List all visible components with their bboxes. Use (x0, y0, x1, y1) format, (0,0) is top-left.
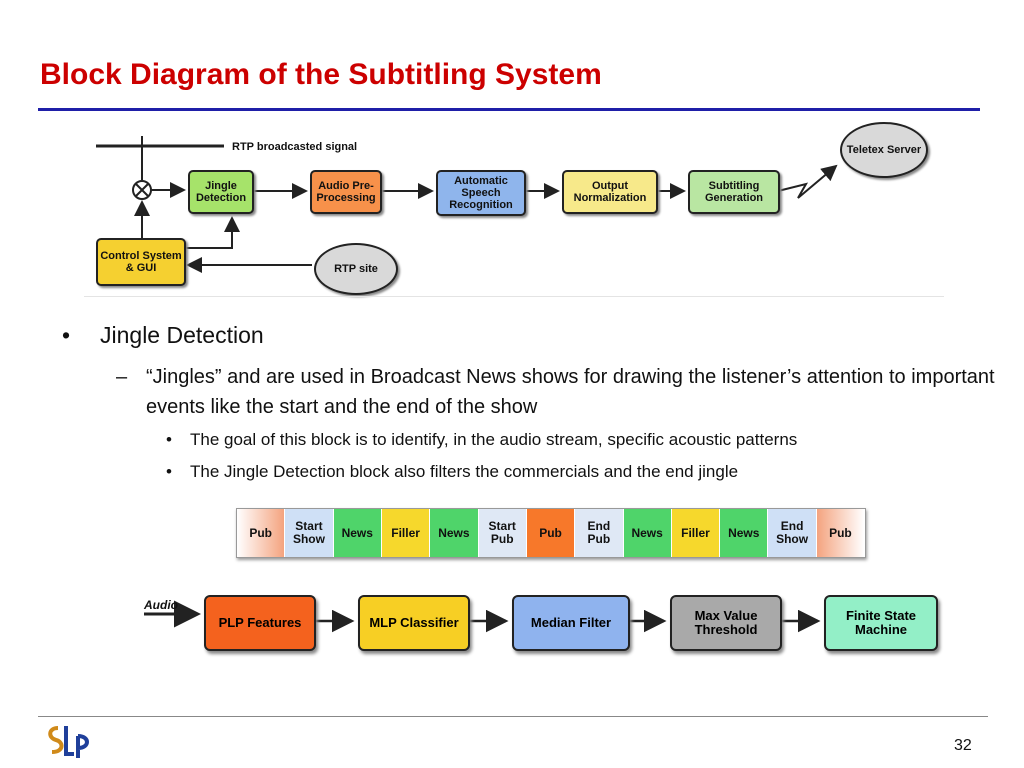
page-number: 32 (954, 737, 972, 754)
rtp-site-oval: RTP site (314, 243, 398, 295)
segment-news: News (430, 509, 479, 557)
pipeline-block-mlp-classifier: MLP Classifier (358, 595, 470, 651)
bullet-marker: • (166, 430, 172, 449)
segment-filler: Filler (671, 509, 721, 557)
audio-input-label: Audio (144, 598, 178, 612)
bullet-marker: • (166, 462, 172, 481)
diagram-connectors (96, 136, 838, 273)
segment-news: News (720, 509, 769, 557)
jingle-detection-pipeline: Audio PLP Features MLP Classifier Median F… (140, 582, 940, 662)
pipeline-block-median-filter: Median Filter (512, 595, 630, 651)
segment-start-show: Start Show (285, 509, 334, 557)
subtitling-block-diagram: RTP broadcasted signal Jingle Detection … (84, 118, 944, 296)
output-normalization-block: Output Normalization (562, 170, 658, 214)
slp-logo (48, 726, 89, 758)
bullet-marker: • (62, 322, 71, 348)
dash-marker: – (116, 366, 128, 388)
pipeline-block-plp-features: PLP Features (204, 595, 316, 651)
pipeline-block-max-value-threshold: Max Value Threshold (670, 595, 782, 651)
title-rule (38, 108, 980, 111)
jingle-detection-block: Jingle Detection (188, 170, 254, 214)
footer-rule (38, 716, 988, 717)
slide-title: Block Diagram of the Subtitling System (40, 58, 602, 91)
audio-preprocessing-block: Audio Pre-Processing (310, 170, 382, 214)
pipeline-block-finite-state-machine: Finite State Machine (824, 595, 938, 651)
sub-sub-bullet-text: The goal of this block is to identify, i… (190, 430, 798, 449)
sub-sub-bullet-text: The Jingle Detection block also filters … (190, 462, 739, 481)
segment-news: News (333, 509, 382, 557)
segment-news: News (623, 509, 672, 557)
segment-end-show: End Show (768, 509, 817, 557)
bullet-text: Jingle Detection (100, 322, 264, 348)
teletex-server-oval: Teletex Server (840, 122, 928, 178)
diagram-divider (84, 296, 944, 297)
segment-filler: Filler (381, 509, 431, 557)
asr-block: Automatic Speech Recognition (436, 170, 526, 216)
sub-bullet-text: “Jingles” and are used in Broadcast News… (146, 366, 995, 418)
segment-pub: Pub (816, 509, 866, 557)
segment-pub: Pub (237, 509, 286, 557)
segment-end-pub: End Pub (575, 509, 624, 557)
subtitling-generation-block: Subtitling Generation (688, 170, 780, 214)
segment-start-pub: Start Pub (478, 509, 527, 557)
pipeline-arrows (144, 600, 821, 633)
segment-pub: Pub (526, 509, 576, 557)
signal-label: RTP broadcasted signal (232, 141, 358, 153)
control-system-block: Control System & GUI (96, 238, 186, 286)
